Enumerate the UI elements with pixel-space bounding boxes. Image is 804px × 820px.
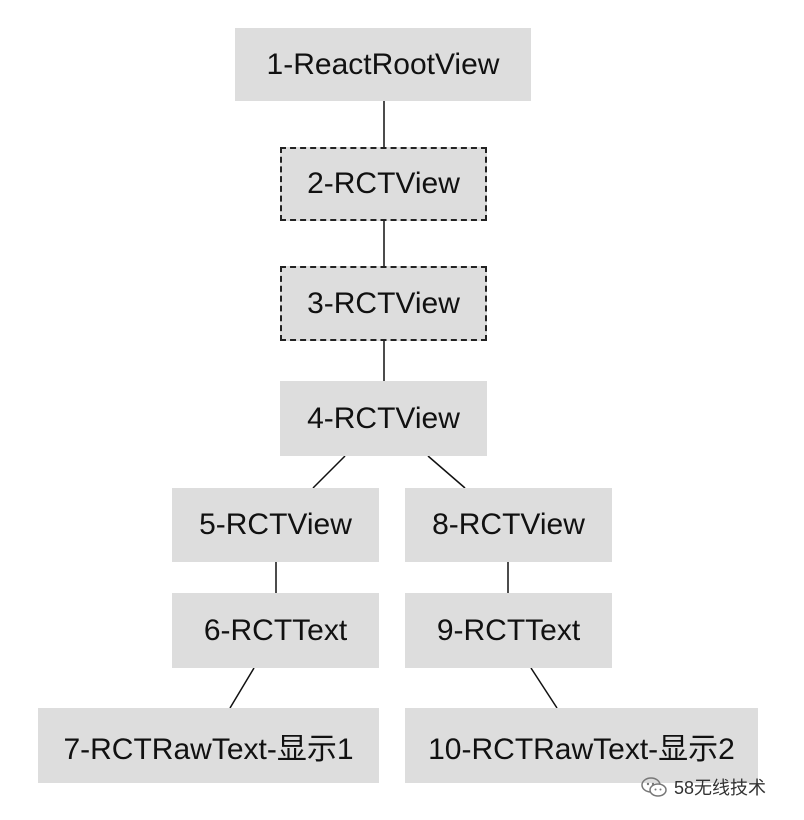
watermark-text: 58无线技术 [674,778,767,798]
node-3-rct-view: 3-RCTView [280,266,487,341]
node-6-rct-text: 6-RCTText [172,593,379,668]
node-5-label: 5-RCTView [199,508,352,541]
node-3-label: 3-RCTView [307,286,460,320]
node-8-label: 8-RCTView [432,508,585,541]
node-1-react-root-view: 1-ReactRootView [235,28,531,101]
node-7-rct-raw-text: 7-RCTRawText-显示1 [38,708,379,783]
watermark: 58无线技术 [640,774,766,800]
node-8-rct-view: 8-RCTView [405,488,612,562]
edge-n6-n7 [229,667,255,709]
edge-n4-n5 [312,455,346,489]
wechat-icon [641,777,667,797]
node-1-label: 1-ReactRootView [266,47,500,81]
node-4-rct-view: 4-RCTView [280,381,487,456]
node-10-label: 10-RCTRawText-显示2 [428,732,735,766]
node-5-rct-view: 5-RCTView [172,488,379,562]
edge-n9-n10 [530,667,558,709]
node-2-label: 2-RCTView [307,167,460,200]
node-7-label: 7-RCTRawText-显示1 [63,732,354,766]
node-4-label: 4-RCTView [307,401,460,435]
node-9-rct-text: 9-RCTText [405,593,612,668]
edge-n4-n8 [427,455,466,489]
node-9-label: 9-RCTText [436,613,581,647]
node-10-rct-raw-text: 10-RCTRawText-显示2 [405,708,758,783]
node-2-rct-view: 2-RCTView [280,147,487,221]
node-6-label: 6-RCTText [203,613,348,647]
